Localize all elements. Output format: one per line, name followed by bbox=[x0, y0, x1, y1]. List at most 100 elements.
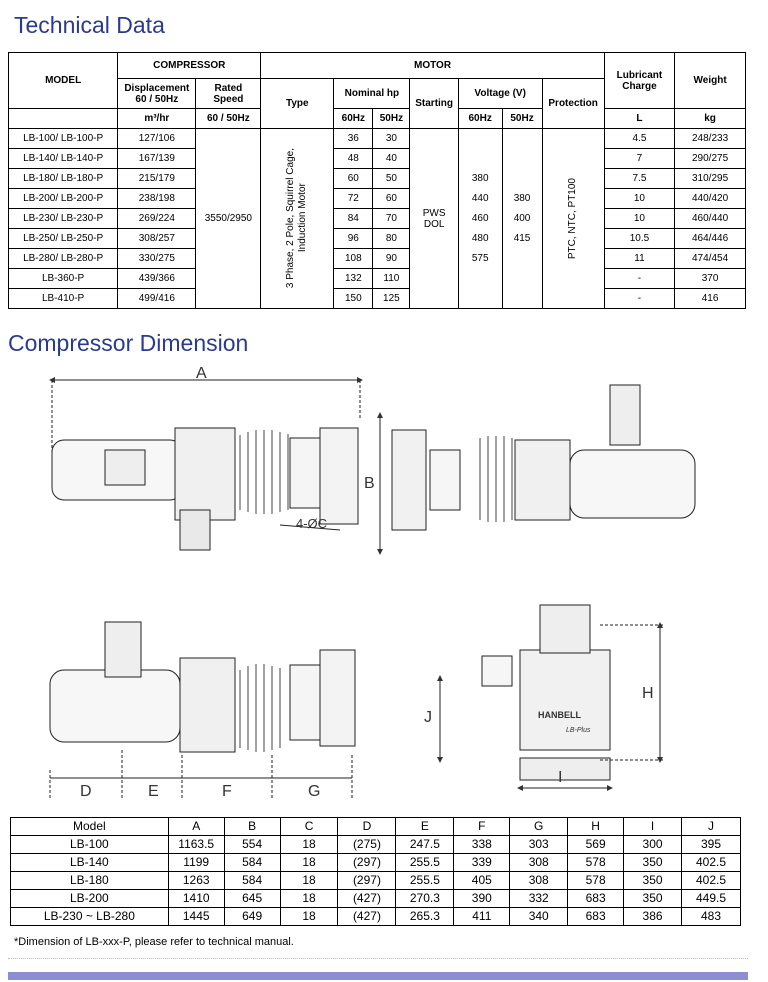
header-rated-speed-unit: 60 / 50Hz bbox=[195, 108, 262, 129]
cell-hp-50: 50 bbox=[372, 168, 411, 189]
cell-hp-60: 132 bbox=[333, 268, 374, 289]
cell-hp-60: 48 bbox=[333, 148, 374, 169]
dim-cell: (427) bbox=[337, 907, 397, 926]
dim-header-cell: G bbox=[509, 817, 569, 836]
header-compressor-group: COMPRESSOR bbox=[117, 52, 262, 79]
header-voltage: Voltage (V) bbox=[457, 78, 543, 109]
cell-lubricant: 10.5 bbox=[603, 228, 676, 249]
dim-header-cell: A bbox=[167, 817, 225, 836]
cell-model: LB-200/ LB-200-P bbox=[7, 188, 119, 209]
dim-cell: 1410 bbox=[167, 889, 225, 908]
cell-model: LB-360-P bbox=[7, 268, 119, 289]
cell-model: LB-250/ LB-250-P bbox=[7, 228, 119, 249]
protection-text: PTC, NTC, PT100 bbox=[567, 177, 579, 260]
technical-data-table: MODEL COMPRESSOR MOTOR Lubricant Charge … bbox=[7, 52, 746, 309]
front-view bbox=[49, 621, 356, 800]
header-hp-50hz: 50Hz bbox=[372, 108, 411, 129]
dim-cell: 1163.5 bbox=[167, 835, 225, 854]
header-rated-speed: Rated Speed bbox=[195, 78, 262, 109]
dim-cell: 483 bbox=[681, 907, 741, 926]
dim-cell: 584 bbox=[223, 853, 281, 872]
cell-displacement: 330/275 bbox=[117, 248, 197, 269]
cell-displacement: 499/416 bbox=[117, 288, 197, 309]
dim-header-cell: F bbox=[453, 817, 511, 836]
label-b: B bbox=[364, 475, 375, 492]
cell-weight: 460/440 bbox=[674, 208, 746, 229]
cell-protection: PTC, NTC, PT100 bbox=[541, 128, 605, 309]
dim-cell: (275) bbox=[337, 835, 397, 854]
cell-hp-50: 90 bbox=[372, 248, 411, 269]
dim-cell: 1263 bbox=[167, 871, 225, 890]
dim-cell: 649 bbox=[223, 907, 281, 926]
dim-header-cell: B bbox=[223, 817, 281, 836]
cell-hp-50: 125 bbox=[372, 288, 411, 309]
dim-cell: 402.5 bbox=[681, 871, 741, 890]
dim-cell: 411 bbox=[453, 907, 511, 926]
cell-lubricant: - bbox=[603, 288, 676, 309]
cell-displacement: 238/198 bbox=[117, 188, 197, 209]
label-e: E bbox=[148, 783, 159, 800]
dim-cell: 308 bbox=[509, 871, 569, 890]
cell-hp-60: 36 bbox=[333, 128, 374, 149]
dim-cell: 449.5 bbox=[681, 889, 741, 908]
cell-lubricant: 11 bbox=[603, 248, 676, 269]
type-text: 3 Phase, 2 Pole, Squirrel Cage, Inductio… bbox=[285, 148, 309, 289]
cell-hp-50: 60 bbox=[372, 188, 411, 209]
header-weight-unit: kg bbox=[674, 108, 746, 129]
side-view-right bbox=[391, 384, 696, 531]
badge-label: LB-Plus bbox=[566, 727, 591, 734]
label-f: F bbox=[222, 783, 232, 800]
cell-hp-60: 108 bbox=[333, 248, 374, 269]
label-a: A bbox=[196, 365, 207, 382]
voltage-50-value: 380 bbox=[513, 192, 531, 204]
dim-cell: 350 bbox=[623, 871, 682, 890]
cell-hp-50: 110 bbox=[372, 268, 411, 289]
dim-cell: LB-180 bbox=[10, 871, 169, 890]
cell-lubricant: 10 bbox=[603, 188, 676, 209]
cell-lubricant: 7 bbox=[603, 148, 676, 169]
label-i: I bbox=[558, 769, 562, 786]
header-displacement: Displacement 60 / 50Hz bbox=[117, 78, 197, 109]
dim-cell: (297) bbox=[337, 853, 397, 872]
header-starting: Starting bbox=[409, 78, 459, 129]
voltage-60-value: 380 bbox=[471, 172, 489, 184]
dim-cell: 338 bbox=[453, 835, 511, 854]
cell-weight: 474/454 bbox=[674, 248, 746, 269]
header-hp-60hz: 60Hz bbox=[333, 108, 374, 129]
footer-divider bbox=[8, 958, 748, 960]
dim-cell: 340 bbox=[509, 907, 569, 926]
cell-displacement: 308/257 bbox=[117, 228, 197, 249]
dim-header-cell: E bbox=[395, 817, 455, 836]
cell-hp-50: 70 bbox=[372, 208, 411, 229]
dim-cell: 247.5 bbox=[395, 835, 455, 854]
dim-header-cell: D bbox=[337, 817, 397, 836]
dim-header-cell: I bbox=[623, 817, 682, 836]
side-view-left bbox=[49, 377, 383, 555]
voltage-60-value: 480 bbox=[471, 232, 489, 244]
dim-cell: 255.5 bbox=[395, 871, 455, 890]
label-c: 4-ØC bbox=[296, 516, 327, 531]
header-lubricant: Lubricant Charge bbox=[603, 52, 676, 109]
cell-displacement: 269/224 bbox=[117, 208, 197, 229]
cell-weight: 440/420 bbox=[674, 188, 746, 209]
cell-hp-50: 80 bbox=[372, 228, 411, 249]
label-j: J bbox=[424, 709, 432, 726]
header-motor-group: MOTOR bbox=[260, 52, 605, 79]
dim-cell: 303 bbox=[509, 835, 569, 854]
header-model-blank bbox=[7, 108, 119, 129]
dim-cell: 18 bbox=[279, 871, 339, 890]
dim-cell: 265.3 bbox=[395, 907, 455, 926]
technical-data-title: Technical Data bbox=[14, 12, 165, 38]
cell-weight: 290/275 bbox=[674, 148, 746, 169]
dim-cell: 1445 bbox=[167, 907, 225, 926]
dim-cell: 350 bbox=[623, 889, 682, 908]
dim-cell: LB-230 ~ LB-280 bbox=[10, 907, 169, 926]
cell-lubricant: 10 bbox=[603, 208, 676, 229]
